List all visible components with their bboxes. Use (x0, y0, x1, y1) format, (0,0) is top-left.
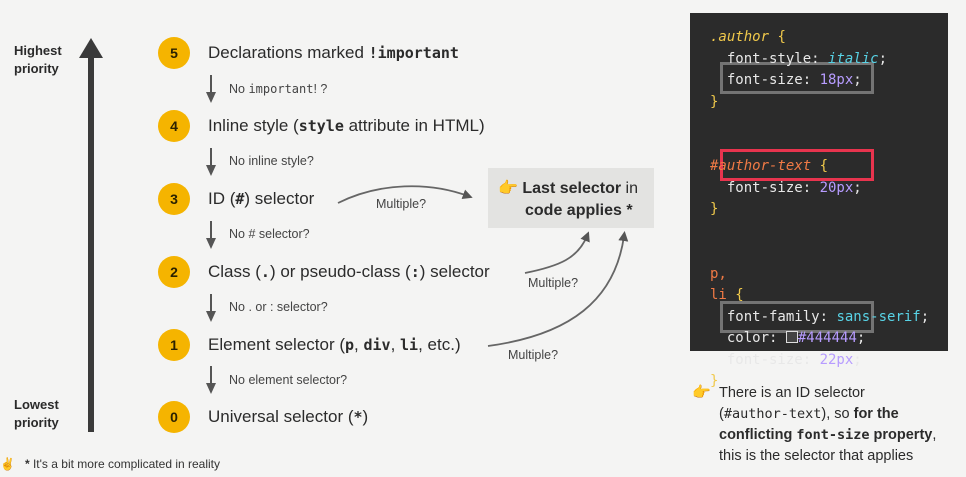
code-block: .author { font-style: italic; font-size:… (710, 27, 929, 393)
level-badge-1: 1 (158, 329, 190, 361)
highlight-18px (720, 62, 874, 94)
condition-no-id: No # selector? (229, 227, 310, 241)
level-1-text: Element selector (p, div, li, etc.) (208, 335, 461, 354)
level-badge-3: 3 (158, 183, 190, 215)
code-line-6: font-size: 20px; (710, 179, 862, 196)
condition-no-inline: No inline style? (229, 154, 314, 168)
axis-top-label-line1: Highest (14, 43, 62, 58)
axis-top-label: Highest priority (14, 42, 62, 78)
level-3-text: ID (#) selector (208, 189, 315, 208)
code-line-1: .author { (710, 29, 786, 45)
priority-arrow (79, 38, 103, 432)
level-badge-0: 0 (158, 401, 190, 433)
axis-bottom-label-line1: Lowest (14, 397, 59, 412)
code-line-9: li { (710, 287, 744, 303)
level-4-text: Inline style (style attribute in HTML) (208, 116, 485, 135)
level-badge-4: 4 (158, 110, 190, 142)
level-2-text: Class (.) or pseudo-class (:) selector (208, 262, 490, 281)
code-line-12: font-size: 22px; (710, 351, 862, 368)
last-selector-box (488, 168, 654, 228)
code-line-3: font-size: 18px; (710, 72, 862, 88)
code-line-13: } (710, 373, 719, 389)
condition-no-element: No element selector? (229, 373, 348, 387)
victory-hand-icon: ✌ (0, 457, 15, 471)
highlight-20px (720, 149, 874, 181)
last-selector-text: 👉 Last selector in code applies * (498, 180, 638, 219)
axis-bottom-label-line2: priority (14, 415, 59, 430)
footnote: ✌ * It's a bit more complicated in reali… (0, 457, 221, 471)
code-line-7: } (710, 201, 719, 217)
code-line-5: #author-text { (710, 158, 829, 174)
multiple-label-id: Multiple? (376, 197, 427, 211)
code-line-11: color: #444444; (710, 330, 866, 346)
code-line-4: } (710, 93, 719, 110)
axis-top-label-line2: priority (14, 61, 59, 76)
level-5-text: Declarations marked !important (208, 43, 459, 62)
explanation-note: There is an ID selector (#author-text), … (719, 385, 937, 464)
color-swatch-icon (785, 331, 798, 343)
level-badge-2: 2 (158, 256, 190, 288)
note-pointing-hand-icon: 👉 (692, 384, 711, 401)
multiple-label-element: Multiple? (508, 348, 559, 362)
code-line-2: font-style: italic; (710, 50, 888, 67)
multiple-label-class: Multiple? (528, 276, 579, 290)
pointing-hand-icon: 👉 (498, 180, 518, 197)
condition-no-important: No important! ? (229, 82, 328, 96)
condition-no-class: No . or : selector? (229, 300, 328, 314)
code-line-8: p, (710, 265, 727, 282)
code-line-10: font-family: sans-serif; (710, 308, 930, 325)
axis-bottom-label: Lowest priority (14, 396, 59, 432)
code-panel (690, 13, 948, 351)
level-badge-5: 5 (158, 37, 190, 69)
level-0-text: Universal selector (*) (208, 407, 369, 426)
